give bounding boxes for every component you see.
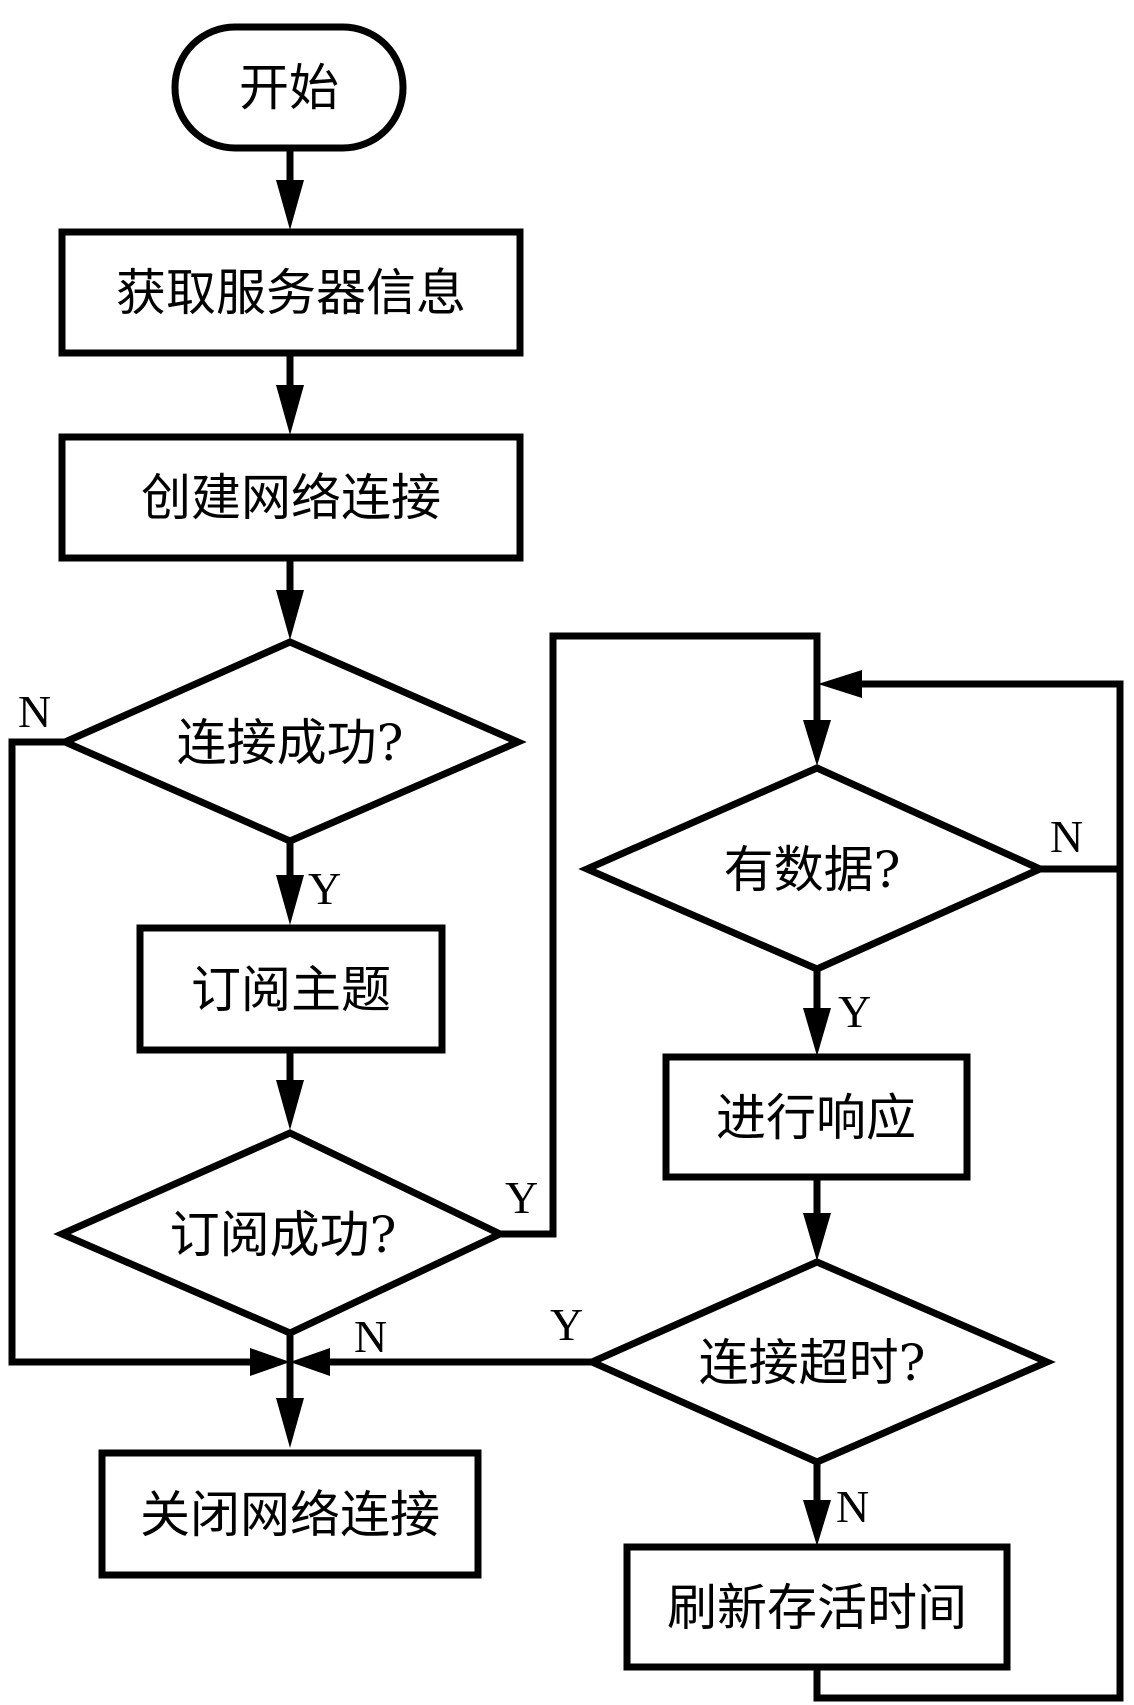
node-get-server-info: 获取服务器信息 [58,228,524,357]
branch-label-conn-timeout-no: N [836,1481,869,1532]
edge-refresh-keepalive-loop [813,680,1124,1702]
arrowhead-icon [290,1348,330,1376]
branch-label-has-data-no: N [1050,811,1083,862]
arrowhead-icon [276,385,304,435]
node-close-connection: 关闭网络连接 [98,1449,482,1579]
branch-labels: N Y Y N N Y Y N [18,686,1083,1532]
process-box [98,1449,482,1579]
arrowhead-icon [803,1213,831,1261]
node-conn-timeout: 连接超时? [583,1258,1056,1466]
node-subscribe-ok: 订阅成功? [53,1129,509,1337]
decision-diamond [578,764,1049,973]
edge-subscribe-ok-yes [496,632,821,1238]
terminal-shape [171,23,407,152]
node-start-label: 开始 [239,59,339,117]
branch-label-connect-ok-yes-text: Y [308,863,341,914]
process-box [136,924,446,1054]
node-connect-ok: 连接成功? [56,638,527,845]
node-respond: 进行响应 [662,1053,971,1181]
node-close-connection-label: 关闭网络连接 [140,1486,440,1544]
node-subscribe-topic-label: 订阅主题 [191,961,391,1019]
arrowhead-icon [276,590,304,640]
arrowhead-icon [803,720,831,766]
arrowhead-icon [276,180,304,230]
node-refresh-keepalive: 刷新存活时间 [623,1543,1011,1671]
process-box [58,228,524,357]
branch-label-conn-timeout-yes: Y [550,1299,583,1350]
branch-label-subscribe-ok-yes: Y [505,1172,538,1223]
process-box [662,1053,971,1181]
arrowhead-icon [276,1080,304,1130]
node-respond-label: 进行响应 [716,1089,916,1147]
node-has-data: 有数据? [578,764,1049,973]
arrowhead-icon [803,1500,831,1546]
arrowheads [250,180,862,1546]
arrowhead-icon [250,1348,290,1376]
node-refresh-keepalive-label: 刷新存活时间 [667,1579,967,1637]
decision-diamond [56,638,527,845]
arrowhead-icon [276,1398,304,1448]
branch-label-has-data-yes: Y [838,986,871,1037]
decision-diamond [53,1129,509,1337]
node-start: 开始 [171,23,407,152]
branch-label-connect-ok-no: N [18,686,51,737]
node-conn-timeout-label: 连接超时? [699,1334,926,1392]
arrowhead-icon [276,875,304,925]
arrowhead-icon [818,670,862,698]
node-create-connection-label: 创建网络连接 [141,469,441,527]
node-subscribe-ok-label: 订阅成功? [170,1206,397,1264]
connectors [8,146,1124,1702]
decision-diamond [583,1258,1056,1466]
edge-connect-ok-no [8,738,262,1366]
node-has-data-label: 有数据? [724,841,901,899]
process-box [58,433,524,562]
arrowhead-icon [803,1008,831,1056]
node-subscribe-topic: 订阅主题 [136,924,446,1054]
branch-label-subscribe-ok-no: N [354,1311,387,1362]
node-get-server-info-label: 获取服务器信息 [116,264,466,322]
process-box [623,1543,1011,1671]
node-connect-ok-label: 连接成功? [177,714,404,772]
node-create-connection: 创建网络连接 [58,433,524,562]
